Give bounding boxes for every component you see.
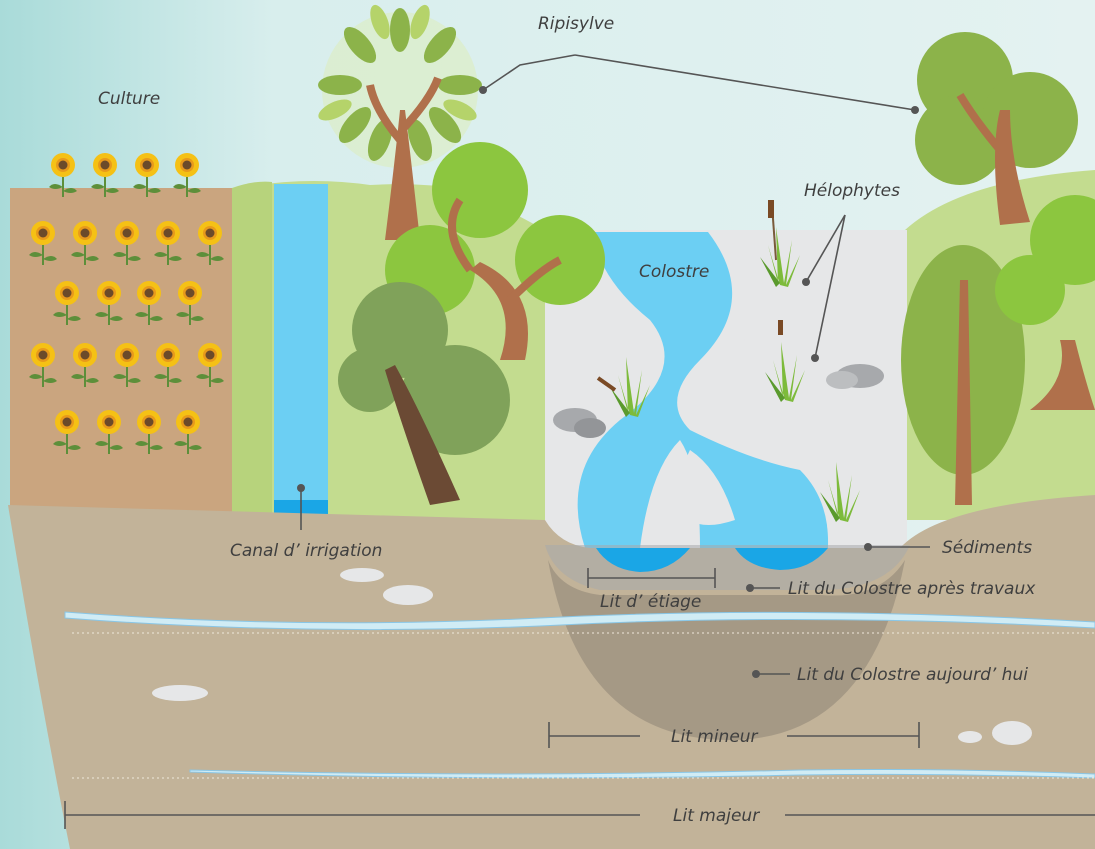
label-ripisylve: Ripisylve (538, 14, 614, 34)
dot (297, 484, 305, 492)
rock (574, 418, 606, 438)
rock (826, 371, 858, 389)
stone (340, 568, 384, 582)
stone (992, 721, 1032, 745)
dot (911, 106, 919, 114)
dot (802, 278, 810, 286)
irrigation-canal (274, 184, 328, 519)
cattail-head (778, 320, 783, 335)
label-lit-mineur: Lit mineur (671, 727, 759, 747)
label-sediments: Sédiments (942, 538, 1032, 558)
label-colostre: Colostre (639, 262, 709, 282)
label-canal: Canal d’ irrigation (230, 541, 382, 561)
label-helophytes: Hélophytes (804, 181, 900, 201)
label-culture: Culture (98, 89, 160, 109)
label-lit-aujourdhui: Lit du Colostre aujourd’ hui (797, 665, 1028, 685)
stone (383, 585, 433, 605)
crop-field-edge (232, 182, 272, 515)
label-lit-majeur: Lit majeur (673, 806, 760, 826)
label-lit-etiage: Lit d’ étiage (600, 592, 701, 612)
dot (864, 543, 872, 551)
label-lit-apres: Lit du Colostre après travaux (788, 579, 1036, 599)
dot (811, 354, 819, 362)
dot (746, 584, 754, 592)
stone (958, 731, 982, 743)
dot (752, 670, 760, 678)
cattail-head (768, 200, 774, 218)
dot (479, 86, 487, 94)
stone (152, 685, 208, 701)
